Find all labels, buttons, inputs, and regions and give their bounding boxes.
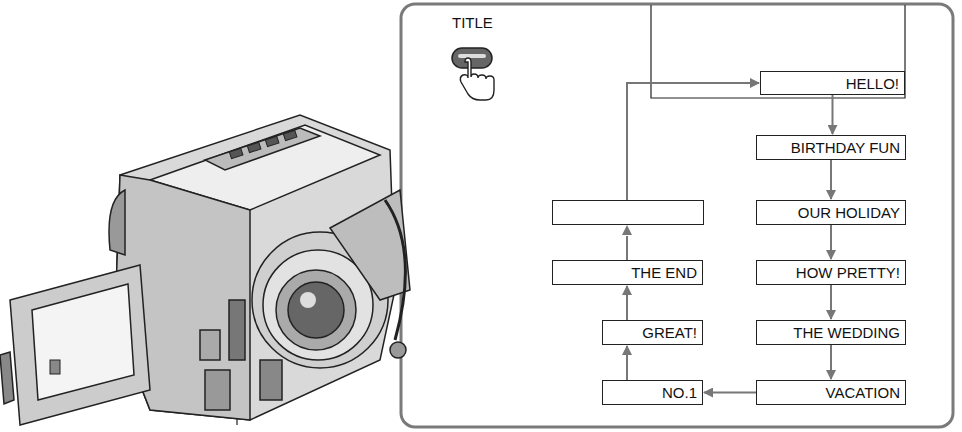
title-text: BIRTHDAY FUN [791,140,900,155]
screen-frame [651,5,905,98]
title-box: BIRTHDAY FUN [756,135,906,160]
flow-arrow [830,285,832,319]
blank-title-box [553,201,704,225]
title-text: OUR HOLIDAY [798,205,900,220]
arrow-head [622,225,632,235]
hand-icon [460,58,494,100]
title-box: NO.1 [602,380,703,405]
title-box: HOW PRETTY! [756,260,906,285]
button-label: TITLE [452,14,493,31]
title-text: NO.1 [662,385,697,400]
flow-arrow [830,345,832,379]
title-text: THE END [631,265,697,280]
title-box: HELLO! [760,71,905,95]
flow-arrow [626,346,628,380]
title-text: VACATION [826,385,900,400]
title-text: GREAT! [642,325,697,340]
flow-arrow [832,95,834,134]
camcorder [0,115,410,425]
title-text: THE WEDDING [793,325,900,340]
flow-arrow [704,392,756,394]
flow-arrow [627,83,759,260]
button-highlight [458,54,486,58]
title-text: HOW PRETTY! [796,265,900,280]
title-box: VACATION [756,380,906,405]
title-box: THE WEDDING [756,320,906,345]
title-box: THE END [552,260,703,285]
title-box: GREAT! [602,320,703,345]
title-box: OUR HOLIDAY [756,200,906,225]
title-button [452,48,492,68]
flow-arrow [830,160,832,199]
flow-arrow [626,286,628,320]
flow-arrow [830,225,832,259]
title-text: HELLO! [846,76,899,91]
callout-panel [401,4,953,427]
